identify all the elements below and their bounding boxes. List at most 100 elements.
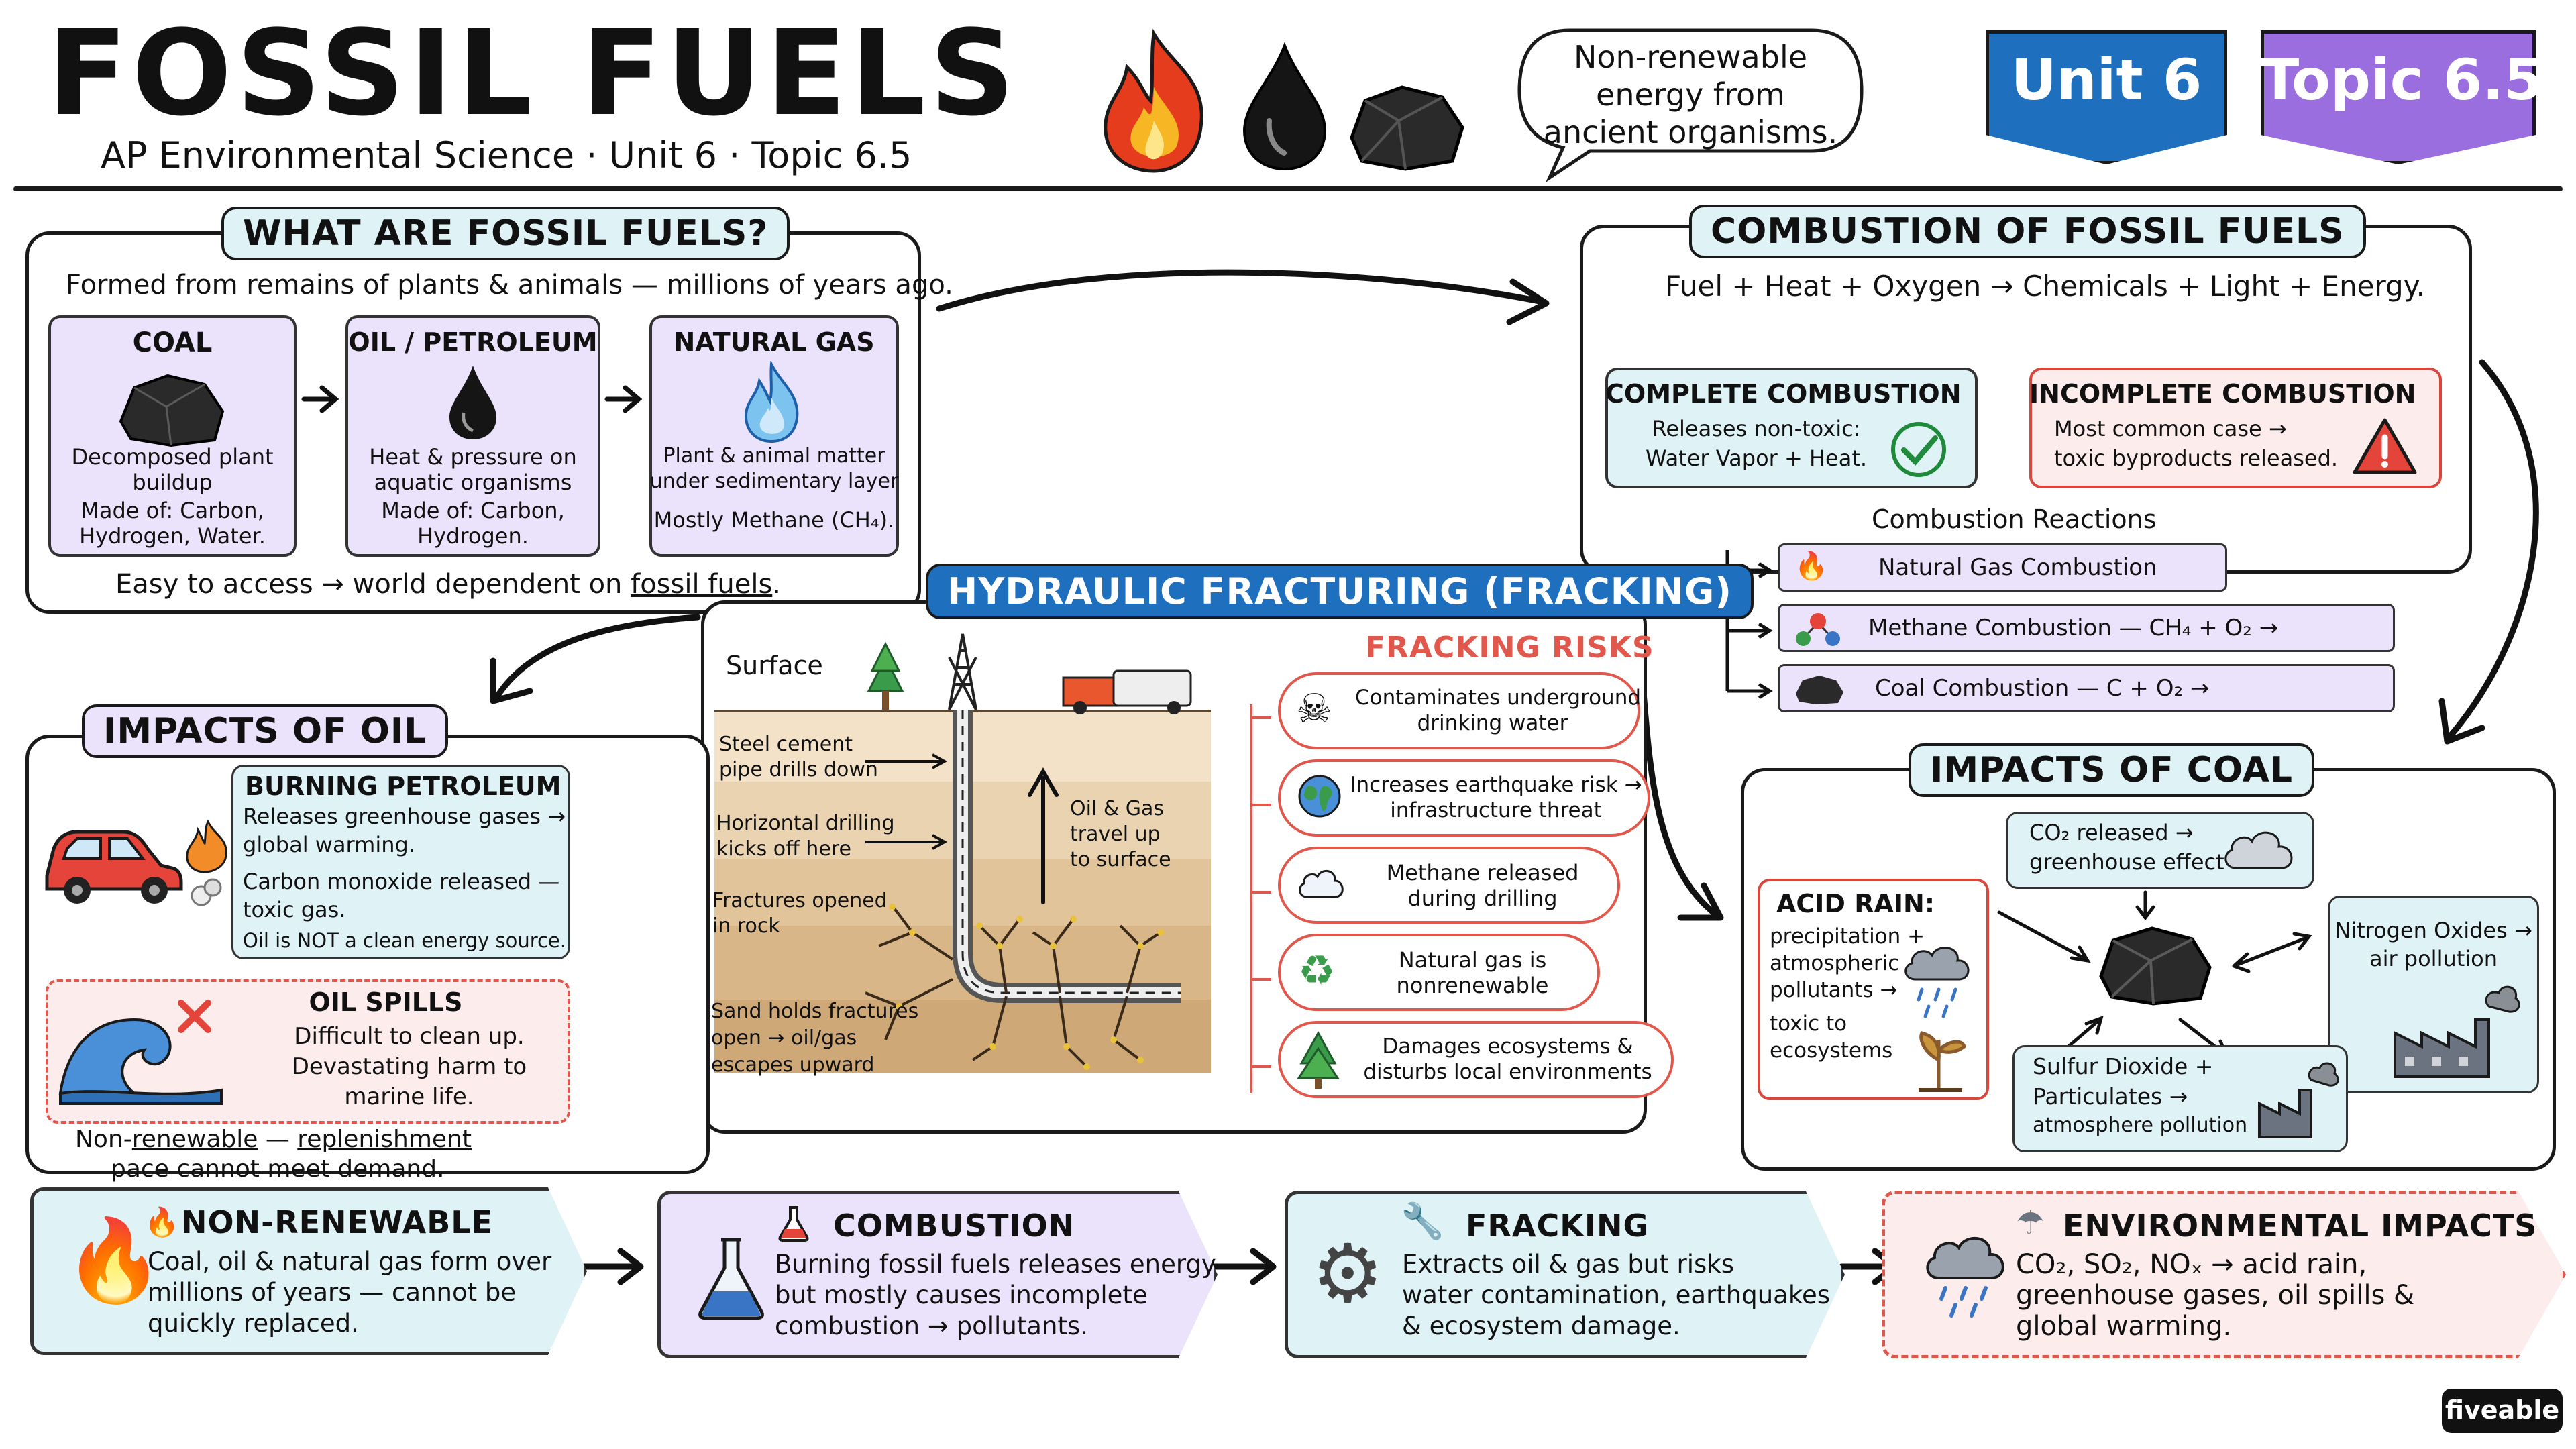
banner-1-title: NON-RENEWABLE bbox=[181, 1204, 494, 1240]
banner-1-line-3: quickly replaced. bbox=[148, 1309, 359, 1338]
oil-spills-title: OIL SPILLS bbox=[309, 987, 463, 1017]
fracking-risks-title: FRACKING RISKS bbox=[1365, 631, 1654, 665]
acid-line-4: toxic to bbox=[1770, 1012, 1847, 1036]
reactions-title: Combustion Reactions bbox=[1872, 504, 2157, 534]
travel-line-1: Oil & Gas bbox=[1070, 797, 1165, 820]
what-intro: Formed from remains of plants & animals … bbox=[66, 270, 953, 301]
banner-combustion bbox=[657, 1191, 1218, 1358]
burning-line-4: toxic gas. bbox=[243, 897, 346, 922]
reaction-row-3 bbox=[1778, 664, 2395, 712]
frack-label-3a: Fractures opened bbox=[712, 889, 888, 912]
banner-4-line-3: global warming. bbox=[2016, 1311, 2232, 1342]
coal-line-2: buildup bbox=[132, 470, 213, 495]
reaction-2-label: Methane Combustion — CH₄ + O₂ → bbox=[1868, 614, 2279, 641]
oil-footer-line-1: Non-renewable — replenishment bbox=[75, 1126, 472, 1153]
flame-icon: 🔥 bbox=[64, 1214, 164, 1307]
acid-line-1: precipitation + bbox=[1770, 924, 1925, 949]
banner-1-small-flame: 🔥 bbox=[144, 1205, 180, 1238]
frack-label-3b: in rock bbox=[712, 914, 780, 938]
arrow-icon bbox=[604, 385, 643, 413]
gas-line-3: Mostly Methane (CH₄). bbox=[653, 507, 895, 533]
travel-line-2: travel up bbox=[1070, 822, 1161, 846]
small-flask-icon bbox=[778, 1206, 809, 1242]
surface-label: Surface bbox=[726, 651, 823, 680]
spills-line-2: Devastating harm to bbox=[291, 1053, 527, 1080]
unit-badge bbox=[1986, 30, 2227, 164]
coal-line-3: Made of: Carbon, bbox=[80, 498, 264, 523]
reaction-1-label: Natural Gas Combustion bbox=[1878, 554, 2157, 581]
complete-combustion-card bbox=[1605, 368, 1978, 488]
reaction-row-1 bbox=[1778, 543, 2227, 592]
acid-rain-card bbox=[1758, 879, 1989, 1100]
risk-bracket bbox=[1250, 704, 1271, 1093]
coal-center-icon bbox=[2099, 926, 2212, 1006]
bubble-line-2: energy from bbox=[1596, 76, 1785, 113]
wave-icon bbox=[58, 1000, 223, 1105]
incomplete-line-2: toxic byproducts released. bbox=[2054, 445, 2339, 471]
car-icon bbox=[45, 819, 227, 906]
blue-flame-icon bbox=[744, 361, 799, 443]
so2-line-3: atmosphere pollution bbox=[2033, 1114, 2248, 1137]
banner-3-title: FRACKING bbox=[1466, 1208, 1650, 1244]
combustion-title: COMBUSTION OF FOSSIL FUELS bbox=[1689, 205, 2366, 258]
risk-5-line-2: disturbs local environments bbox=[1363, 1060, 1652, 1084]
fossil-fuels-link[interactable]: fossil fuels bbox=[631, 569, 773, 600]
incomplete-combustion-title: INCOMPLETE COMBUSTION bbox=[2029, 379, 2416, 409]
factory-icon bbox=[2258, 1062, 2339, 1138]
header-divider bbox=[13, 186, 2563, 191]
spills-line-1: Difficult to clean up. bbox=[294, 1023, 525, 1050]
banner-fracking bbox=[1285, 1191, 1845, 1358]
coal-icon bbox=[119, 374, 225, 447]
brand-label: fiveable bbox=[2445, 1395, 2560, 1425]
oil-footer-dash: — bbox=[258, 1126, 298, 1153]
oil-line-2: aquatic organisms bbox=[374, 470, 572, 495]
cloud-icon bbox=[1299, 870, 1344, 898]
skull-icon: ☠ bbox=[1296, 686, 1332, 733]
gas-line-1: Plant & animal matter bbox=[663, 444, 885, 468]
frack-label-1b: pipe drills down bbox=[719, 758, 878, 782]
coal-icon bbox=[1796, 676, 1843, 704]
burning-petroleum-card bbox=[231, 765, 570, 959]
rain-cloud-icon bbox=[1926, 1236, 2004, 1318]
banner-2-line-1: Burning fossil fuels releases energy bbox=[775, 1250, 1216, 1279]
so2-line-2: Particulates → bbox=[2033, 1083, 2188, 1110]
risk-2-line-2: infrastructure threat bbox=[1390, 798, 1602, 822]
complete-combustion-title: COMPLETE COMBUSTION bbox=[1605, 379, 1962, 409]
gear-icon: ⚙ bbox=[1311, 1228, 1384, 1321]
risk-card-4 bbox=[1278, 934, 1600, 1011]
risk-card-5 bbox=[1278, 1021, 1674, 1098]
burning-line-2: global warming. bbox=[243, 832, 415, 857]
oil-impacts-title: IMPACTS OF OIL bbox=[82, 704, 449, 758]
what-footer: Easy to access → world dependent on foss… bbox=[115, 569, 781, 600]
burning-line-1: Releases greenhouse gases → bbox=[243, 804, 566, 829]
rain-plant-icon bbox=[1904, 947, 1970, 1092]
oil-drop-icon bbox=[1242, 42, 1327, 171]
coal-line-1: Decomposed plant bbox=[71, 444, 274, 470]
recycle-icon: ♻ bbox=[1298, 946, 1336, 995]
burning-line-5: Oil is NOT a clean energy source. bbox=[243, 929, 566, 952]
acid-line-5: ecosystems bbox=[1770, 1038, 1893, 1063]
oil-drop-icon bbox=[449, 366, 496, 439]
frack-label-4a: Sand holds fractures bbox=[711, 1000, 919, 1023]
coal-icon bbox=[1350, 85, 1464, 171]
reaction-row-2 bbox=[1778, 604, 2395, 652]
co2-line-2: greenhouse effect bbox=[2029, 849, 2224, 875]
acid-line-3: pollutants → bbox=[1770, 978, 1898, 1002]
spills-line-3: marine life. bbox=[344, 1083, 474, 1110]
nox-line-1: Nitrogen Oxides → bbox=[2334, 918, 2532, 943]
risk-4-line-1: Natural gas is bbox=[1398, 947, 1547, 973]
brand-badge[interactable] bbox=[2442, 1389, 2563, 1433]
so2-line-1: Sulfur Dioxide + bbox=[2033, 1053, 2214, 1079]
risk-1-line-2: drinking water bbox=[1417, 711, 1568, 735]
frack-label-2b: kicks off here bbox=[716, 837, 851, 861]
what-footer-suffix: . bbox=[772, 569, 781, 600]
bubble-line-3: ancient organisms. bbox=[1543, 114, 1838, 150]
reaction-3-label: Coal Combustion — C + O₂ → bbox=[1875, 675, 2210, 702]
speech-bubble bbox=[1517, 28, 1864, 182]
check-icon bbox=[1891, 422, 1946, 477]
oil-line-3: Made of: Carbon, bbox=[381, 498, 565, 523]
cloud-icon bbox=[2224, 831, 2293, 869]
coal-line-4: Hydrogen, Water. bbox=[79, 523, 266, 549]
banner-non-renewable bbox=[30, 1187, 587, 1355]
